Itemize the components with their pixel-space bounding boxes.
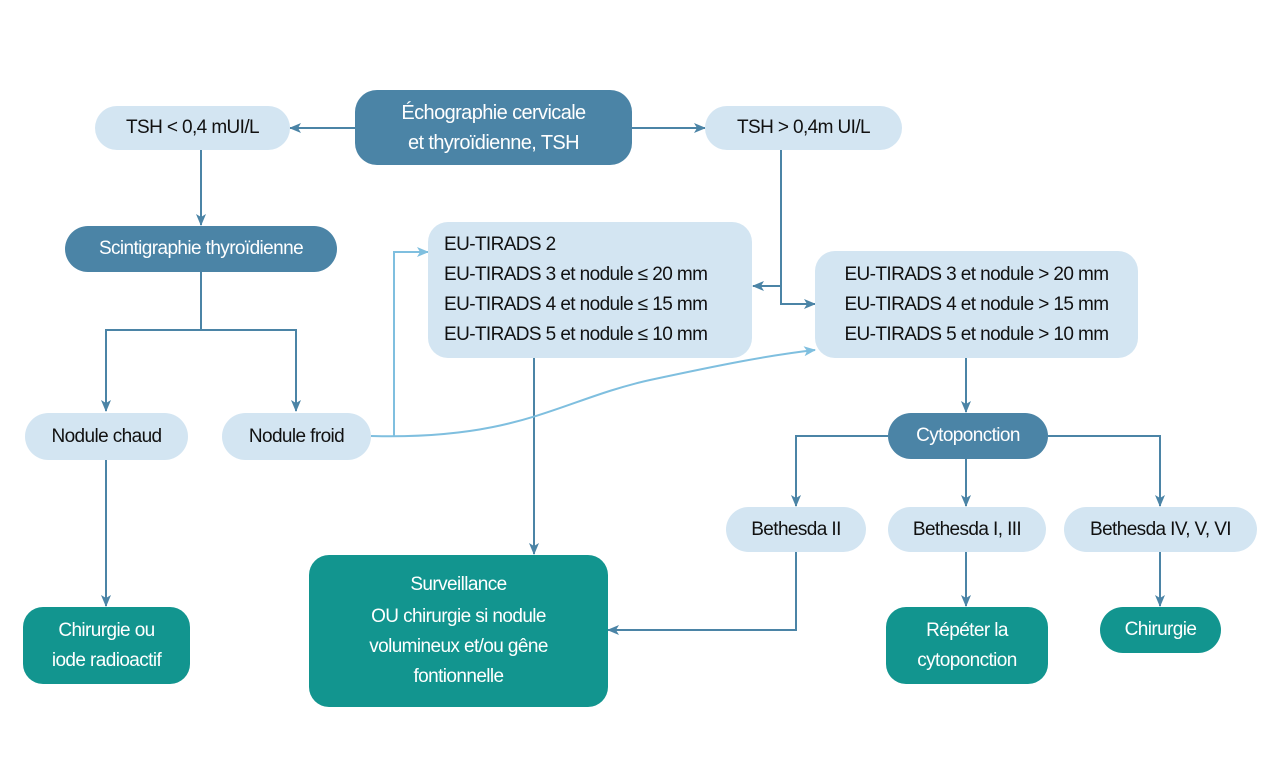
node-chirurgie: Chirurgie — [1100, 607, 1221, 653]
eutirads-high-line-1: EU-TIRADS 3 et nodule > 20 mm — [844, 263, 1109, 285]
node-nodule-froid: Nodule froid — [222, 413, 371, 460]
edge-tsh-high-to-eutirads-high — [780, 286, 816, 309]
node-echographie-line-2: et thyroïdienne, TSH — [407, 131, 580, 154]
node-bethesda-2-label: Bethesda II — [751, 518, 841, 540]
node-chirurgie-iode: Chirurgie ou iode radioactif — [23, 607, 190, 684]
node-eutirads-low: EU-TIRADS 2 EU-TIRADS 3 et nodule ≤ 20 m… — [428, 222, 752, 358]
eutirads-high-line-3: EU-TIRADS 5 et nodule > 10 mm — [844, 323, 1109, 345]
node-nodule-chaud-label: Nodule chaud — [51, 425, 162, 447]
edge-cytoponction-to-bethesda-2 — [791, 435, 888, 507]
node-bethesda-4-5-6-label: Bethesda IV, V, VI — [1090, 518, 1232, 540]
node-cytoponction: Cytoponction — [888, 413, 1048, 459]
eutirads-low-line-2: EU-TIRADS 3 et nodule ≤ 20 mm — [444, 264, 708, 285]
edge-bethesda-2-to-surveillance — [607, 552, 797, 635]
node-nodule-chaud: Nodule chaud — [25, 413, 188, 460]
surveillance-line-3: volumineux et/ou gêne — [369, 636, 548, 657]
surveillance-line-4: fontionnelle — [413, 666, 505, 687]
node-bethesda-2: Bethesda II — [726, 507, 866, 552]
node-eutirads-high: EU-TIRADS 3 et nodule > 20 mm EU-TIRADS … — [815, 251, 1138, 358]
node-cytoponction-label: Cytoponction — [916, 425, 1020, 446]
node-nodule-froid-label: Nodule froid — [248, 425, 345, 447]
eutirads-low-line-1: EU-TIRADS 2 — [444, 234, 556, 255]
node-bethesda-4-5-6: Bethesda IV, V, VI — [1064, 507, 1257, 552]
edge-cytoponction-to-bethesda-4-5-6 — [1048, 435, 1165, 507]
edge-scintigraphie-to-nodule-chaud — [101, 272, 202, 412]
node-tsh-high-label: TSH > 0,4m UI/L — [736, 117, 871, 138]
node-scintigraphie-label: Scintigraphie thyroïdienne — [98, 238, 304, 259]
surveillance-line-2: OU chirurgie si nodule — [371, 606, 546, 627]
node-repeter-cytoponction: Répéter la cytoponction — [886, 607, 1048, 684]
eutirads-high-line-2: EU-TIRADS 4 et nodule > 15 mm — [844, 293, 1109, 315]
chirurgie-iode-line-2: iode radioactif — [51, 649, 162, 671]
node-bethesda-1-3-label: Bethesda I, III — [912, 518, 1022, 540]
repeter-line-1: Répéter la — [926, 619, 1008, 641]
edge-nodule-froid-to-eutirads-low — [393, 247, 429, 436]
node-surveillance: Surveillance OU chirurgie si nodule volu… — [309, 555, 608, 707]
eutirads-low-line-3: EU-TIRADS 4 et nodule ≤ 15 mm — [444, 294, 708, 315]
node-tsh-low-label: TSH < 0,4 mUI/L — [125, 117, 260, 138]
node-echographie-line-1: Échographie cervicale — [401, 101, 586, 124]
node-bethesda-1-3: Bethesda I, III — [888, 507, 1046, 552]
edge-scintigraphie-to-nodule-froid — [201, 329, 301, 412]
eutirads-low-line-4: EU-TIRADS 5 et nodule ≤ 10 mm — [444, 324, 708, 345]
node-tsh-high: TSH > 0,4m UI/L — [705, 106, 902, 150]
repeter-line-2: cytoponction — [917, 649, 1017, 671]
node-echographie: Échographie cervicale et thyroïdienne, T… — [355, 90, 632, 165]
edge-nodule-froid-to-eutirads-high — [370, 346, 816, 438]
surveillance-line-1: Surveillance — [410, 574, 507, 595]
node-chirurgie-label: Chirurgie — [1124, 619, 1197, 640]
chirurgie-iode-line-1: Chirurgie ou — [58, 619, 155, 641]
node-tsh-low: TSH < 0,4 mUI/L — [95, 106, 290, 150]
node-scintigraphie: Scintigraphie thyroïdienne — [65, 226, 337, 272]
edge-tsh-high-to-eutirads-low — [752, 150, 782, 291]
